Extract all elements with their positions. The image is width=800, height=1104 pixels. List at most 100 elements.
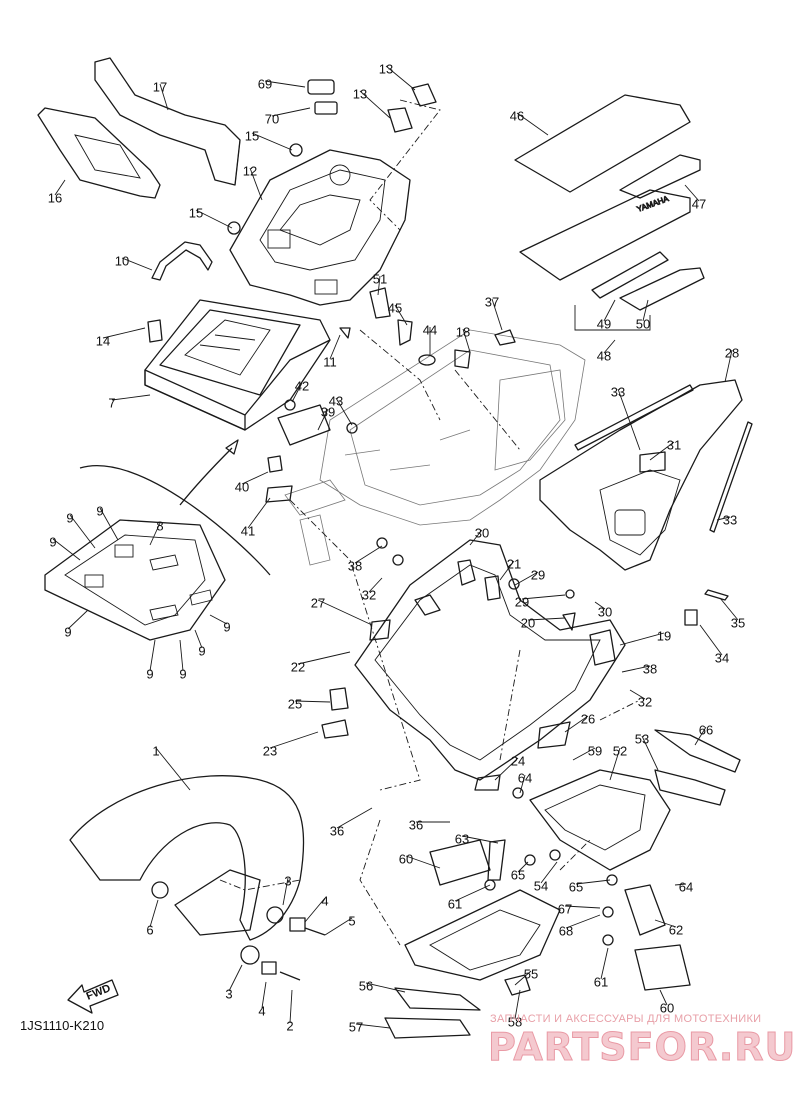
- tail-cowl: [539, 379, 753, 626]
- callout-leader: [724, 349, 733, 383]
- callout-leader: [67, 609, 89, 630]
- tool-kit: YAMAHA: [514, 94, 705, 331]
- callout-leader: [603, 299, 616, 322]
- callout-leader: [377, 275, 381, 296]
- callout-leader: [99, 507, 119, 541]
- callout-leader: [609, 747, 621, 781]
- callout-number: 36: [330, 823, 344, 838]
- watermark: ЗАПЧАСТИ И АКСЕССУАРЫ ДЛЯ МОТОТЕХНИКИ PA…: [488, 1013, 796, 1070]
- callout-leader: [659, 989, 668, 1006]
- callout-leader: [317, 599, 373, 626]
- callout-leader: [249, 167, 263, 201]
- callout-number: 9: [49, 534, 56, 549]
- callout-number: 53: [635, 731, 649, 746]
- callout-number: 69: [258, 76, 272, 91]
- callout-leader: [102, 327, 146, 339]
- callout-number: 4: [258, 1003, 265, 1018]
- license-plate-bracket: [384, 729, 741, 1039]
- callout-number: 33: [611, 384, 625, 399]
- callout-number: 6: [146, 922, 153, 937]
- callout-leader: [368, 577, 383, 593]
- callout-number: 1: [152, 743, 159, 758]
- callout-number: 41: [241, 523, 255, 538]
- callout-leader: [336, 807, 373, 829]
- callout-leader: [269, 731, 319, 749]
- callout-leader: [365, 982, 406, 993]
- battery-band: [151, 241, 213, 281]
- callout-number: 58: [508, 1014, 522, 1029]
- callout-leader: [149, 522, 161, 546]
- callout-number: 9: [179, 666, 186, 681]
- callout-leader: [517, 861, 529, 873]
- callout-leader: [514, 989, 521, 1020]
- callout-number: 15: [245, 128, 259, 143]
- side-cover-pad: [37, 107, 161, 199]
- callout-leader: [699, 624, 723, 656]
- callout-leader: [649, 441, 675, 461]
- callout-leader: [454, 884, 491, 902]
- callout-number: 32: [638, 694, 652, 709]
- callout-leader: [603, 339, 616, 354]
- inset-bracket: [79, 439, 271, 576]
- diagram-code: 1JS1110-K210: [20, 1018, 104, 1033]
- callout-number: 7: [108, 395, 115, 410]
- callout-leader: [241, 471, 269, 485]
- callout-number: 3: [284, 873, 291, 888]
- callout-number: 57: [349, 1019, 363, 1034]
- callout-leader: [405, 855, 441, 869]
- callout-leader: [564, 905, 601, 909]
- callout-leader: [642, 299, 649, 322]
- callout-leader: [719, 597, 739, 621]
- callout-number: 56: [359, 978, 373, 993]
- callout-leader: [261, 981, 267, 1009]
- callout-number: 52: [613, 743, 627, 758]
- callout-number: 54: [534, 878, 548, 893]
- callout-leader: [359, 90, 391, 119]
- callout-number: 36: [409, 817, 423, 832]
- callout-number: 51: [373, 271, 387, 286]
- callout-number: 45: [388, 300, 402, 315]
- fwd-arrow-icon: FWD: [67, 979, 119, 1014]
- callout-leader: [294, 700, 331, 703]
- small-parts: [147, 79, 516, 566]
- callout-number: 61: [448, 896, 462, 911]
- callout-number: 16: [48, 190, 62, 205]
- callout-leader: [619, 632, 665, 646]
- callout-number: 28: [725, 345, 739, 360]
- callout-number: 13: [379, 61, 393, 76]
- callout-number: 49: [597, 316, 611, 331]
- callout-leader: [519, 774, 526, 794]
- callout-number: 67: [558, 901, 572, 916]
- callout-number: 23: [263, 743, 277, 758]
- callout-leader: [271, 107, 311, 117]
- callout-number: 68: [559, 923, 573, 938]
- callout-leader: [317, 408, 329, 431]
- callout-leader: [575, 879, 611, 885]
- callout-number: 21: [507, 556, 521, 571]
- battery-box: [144, 299, 331, 431]
- callout-number: 15: [189, 205, 203, 220]
- callout-leader: [521, 594, 566, 600]
- callout-number: 31: [667, 437, 681, 452]
- callout-number: 8: [156, 518, 163, 533]
- callout-leader: [335, 397, 353, 426]
- battery-box-inset: [44, 519, 226, 641]
- foam-pad: [94, 57, 241, 186]
- callout-number: 35: [731, 615, 745, 630]
- callout-number: 34: [715, 650, 729, 665]
- fwd-label: FWD: [85, 982, 113, 1003]
- callout-leader: [641, 735, 659, 771]
- callout-number: 14: [96, 333, 110, 348]
- assembly-lines: [219, 99, 641, 946]
- callout-leader: [329, 334, 341, 360]
- callout-leader: [155, 747, 191, 791]
- callout-number: 60: [399, 851, 413, 866]
- callout-number: 18: [456, 324, 470, 339]
- callout-number: 19: [657, 628, 671, 643]
- callout-leader: [617, 388, 641, 451]
- callout-leader: [462, 328, 471, 353]
- callout-leader: [654, 919, 677, 928]
- callout-number: 42: [295, 378, 309, 393]
